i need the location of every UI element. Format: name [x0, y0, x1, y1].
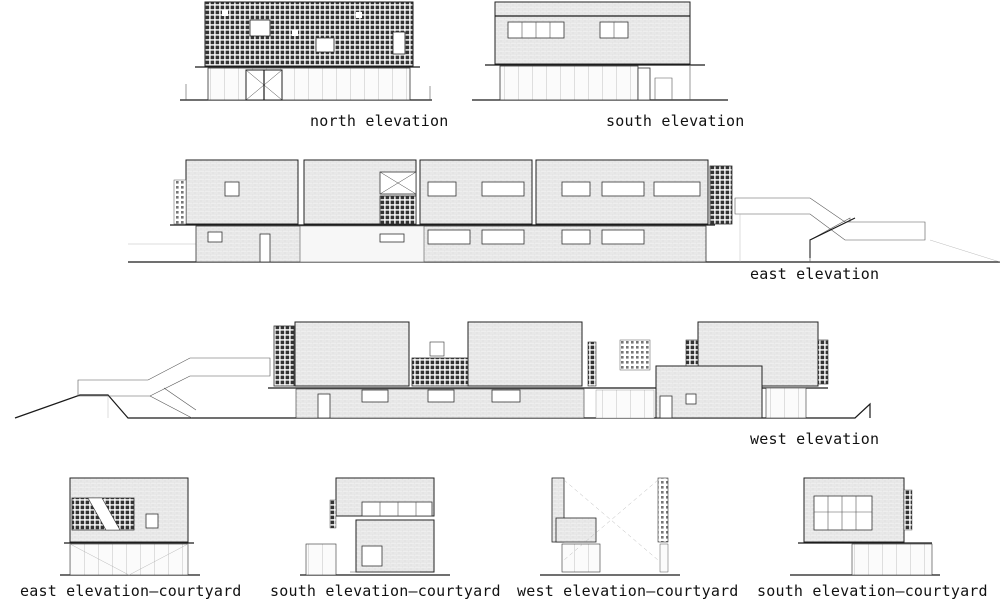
north-elevation-label: north elevation — [310, 112, 449, 130]
west-courtyard-drawing — [540, 477, 680, 576]
south-courtyard-1-label: south elevation—courtyard — [270, 582, 501, 600]
south-courtyard-1-drawing — [300, 477, 450, 576]
west-elevation-drawing — [14, 321, 871, 419]
west-elevation-label: west elevation — [750, 430, 880, 448]
south-courtyard-2-label: south elevation—courtyard — [757, 582, 988, 600]
east-elevation-drawing — [128, 159, 1000, 263]
north-upper-screen — [204, 1, 414, 67]
north-elevation-drawing — [180, 1, 432, 101]
south-elevation-drawing — [472, 1, 728, 101]
south-courtyard-2-drawing — [790, 477, 940, 576]
south-elevation-label: south elevation — [606, 112, 745, 130]
west-courtyard-label: west elevation—courtyard — [517, 582, 739, 600]
east-courtyard-drawing — [60, 477, 200, 576]
east-elevation-label: east elevation — [750, 265, 880, 283]
east-courtyard-label: east elevation—courtyard — [20, 582, 242, 600]
